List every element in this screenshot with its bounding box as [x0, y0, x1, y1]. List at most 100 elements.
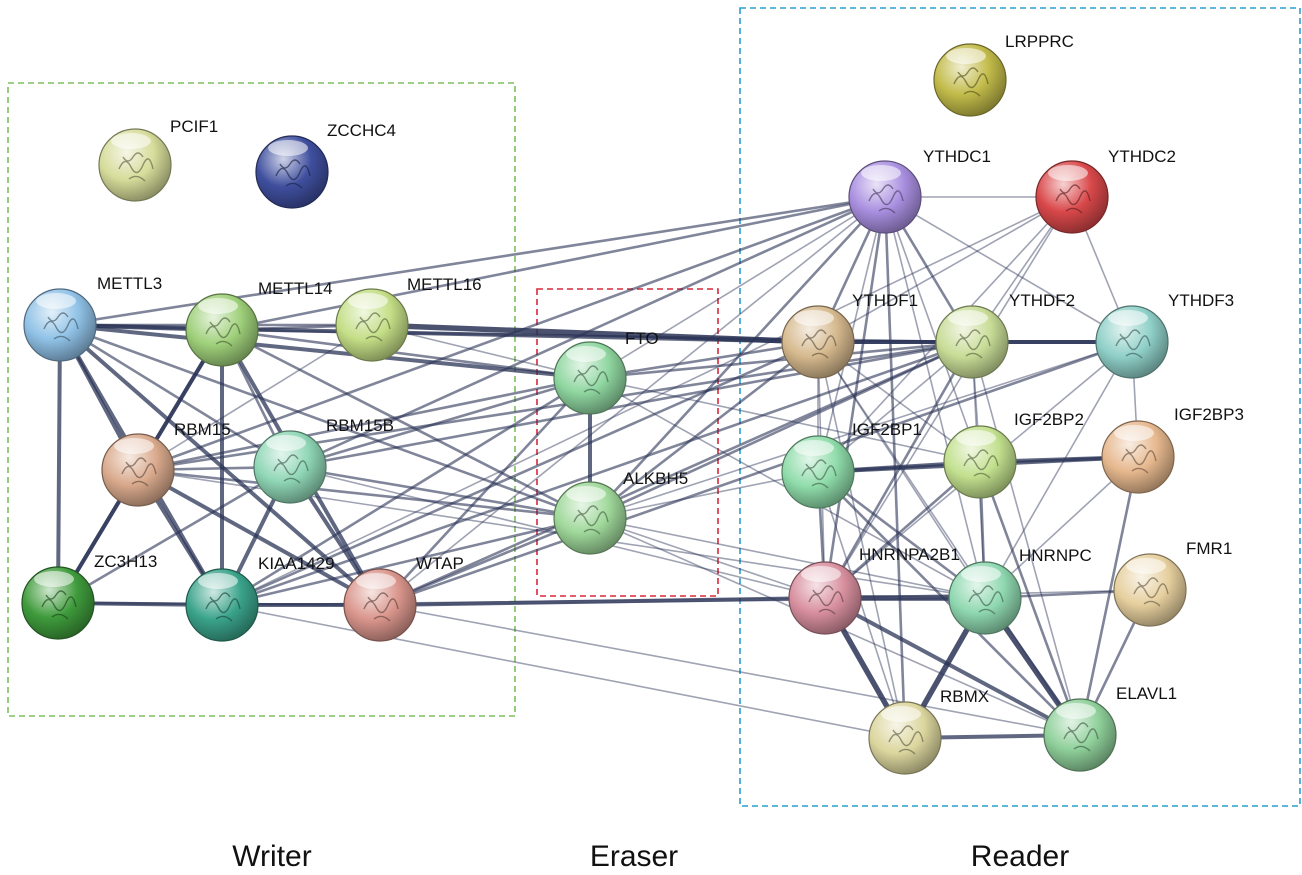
node-mettl14[interactable]: METTL14: [185, 279, 333, 367]
node-label: YTHDF2: [1009, 291, 1075, 310]
node-zcchc4[interactable]: ZCCHC4: [255, 121, 396, 209]
node-wtap[interactable]: WTAP: [343, 554, 464, 642]
protein-structure-icon: [573, 505, 609, 535]
protein-bubble: [933, 43, 1007, 117]
protein-structure-icon: [968, 585, 1004, 615]
protein-structure-icon: [275, 159, 311, 189]
node-label: RBMX: [940, 687, 989, 706]
node-alkbh5[interactable]: ALKBH5: [553, 469, 688, 555]
edge-mettl16-ythdf1: [369, 322, 821, 345]
node-fmr1[interactable]: FMR1: [1113, 539, 1232, 627]
node-label: FMR1: [1186, 539, 1232, 558]
node-label: WTAP: [416, 554, 464, 573]
edge-kiaa1429-rbmx: [221, 604, 906, 739]
edge-kiaa1429-ythdc2: [221, 196, 1073, 606]
bubble-highlight: [1126, 558, 1166, 574]
protein-structure-icon: [808, 585, 844, 615]
edge-ythdf1-rbmx: [817, 341, 906, 739]
node-lrpprc[interactable]: LRPPRC: [933, 32, 1074, 117]
protein-structure-icon: [868, 184, 904, 214]
node-igf2bp3[interactable]: IGF2BP3: [1101, 405, 1244, 494]
protein-bubble: [255, 135, 329, 209]
edge-mettl3-rbm15b: [58, 323, 292, 469]
protein-bubble: [335, 288, 409, 362]
bubble-highlight: [801, 566, 841, 582]
group-box-eraser: [536, 288, 719, 597]
node-pcif1[interactable]: PCIF1: [98, 117, 218, 202]
edge-rbm15-alkbh5: [136, 468, 592, 520]
node-fto[interactable]: FTO: [553, 329, 659, 415]
edge-mettl14-ythdc1: [220, 195, 887, 332]
node-mettl3[interactable]: METTL3: [23, 274, 162, 362]
edge-kiaa1429-fto: [220, 376, 592, 607]
protein-structure-icon: [573, 365, 609, 395]
node-ythdc2[interactable]: YTHDC2: [1035, 147, 1176, 234]
node-hnrnpa2b1[interactable]: HNRNPA2B1: [788, 545, 960, 635]
node-ythdf1[interactable]: YTHDF1: [781, 291, 918, 379]
protein-bubble: [868, 701, 942, 775]
edge-rbm15b-ythdf2: [288, 340, 974, 469]
edge-kiaa1429-ythdf1: [220, 340, 820, 607]
node-rbmx[interactable]: RBMX: [868, 687, 989, 775]
edge-rbm15-wtap: [136, 468, 382, 607]
node-zc3h13[interactable]: ZC3H13: [21, 552, 157, 640]
edge-ythdc2-hnrnpa2b1: [824, 196, 1073, 599]
protein-structure-icon: [205, 592, 241, 622]
bubble-highlight: [34, 571, 74, 587]
bubble-highlight: [566, 346, 606, 362]
protein-bubble: [21, 566, 95, 640]
bubble-highlight: [794, 440, 834, 456]
edge-mettl16-rbm15: [137, 324, 373, 471]
node-label: IGF2BP1: [852, 420, 922, 439]
node-ythdc1[interactable]: YTHDC1: [848, 147, 991, 234]
node-label: ELAVL1: [1116, 684, 1177, 703]
protein-structure-icon: [43, 312, 79, 342]
node-ythdf3[interactable]: YTHDF3: [1095, 291, 1234, 379]
bubble-highlight: [1114, 425, 1154, 441]
protein-bubble: [185, 293, 259, 367]
bubble-highlight: [111, 133, 151, 149]
edge-kiaa1429-ythdf2: [220, 340, 974, 607]
node-igf2bp1[interactable]: IGF2BP1: [781, 420, 922, 509]
bubble-highlight: [946, 48, 986, 64]
node-igf2bp2[interactable]: IGF2BP2: [943, 410, 1084, 499]
edge-wtap-ythdf2: [378, 340, 974, 607]
node-label: RBM15B: [326, 416, 394, 435]
node-label: PCIF1: [170, 117, 218, 136]
edge-fto-ythdf1: [588, 340, 820, 380]
node-label: LRPPRC: [1005, 32, 1074, 51]
bubble-highlight: [566, 486, 606, 502]
node-label: YTHDF3: [1168, 291, 1234, 310]
node-label: IGF2BP3: [1174, 405, 1244, 424]
node-ythdf2[interactable]: YTHDF2: [935, 291, 1075, 379]
protein-bubble: [781, 305, 855, 379]
node-label: FTO: [625, 329, 659, 348]
edge-wtap-ythdc1: [379, 196, 886, 606]
node-elavl1[interactable]: ELAVL1: [1043, 684, 1177, 772]
protein-bubble: [788, 561, 862, 635]
node-mettl16[interactable]: METTL16: [335, 275, 482, 362]
edge-ythdf3-hnrnpc: [984, 341, 1133, 599]
node-rbm15b[interactable]: RBM15B: [253, 416, 394, 504]
group-box-reader: [739, 7, 1301, 807]
node-hnrnpc[interactable]: HNRNPC: [948, 546, 1092, 635]
bubble-highlight: [956, 430, 996, 446]
edge-mettl3-fto: [58, 323, 592, 380]
protein-bubble: [935, 305, 1009, 379]
node-label: ZCCHC4: [327, 121, 396, 140]
node-label: ALKBH5: [623, 469, 688, 488]
edge-alkbh5-ythdc1: [588, 195, 887, 520]
protein-bubble: [98, 128, 172, 202]
edge-mettl3-alkbh5: [58, 323, 592, 520]
edge-rbm15-ythdc1: [136, 195, 887, 472]
node-rbm15[interactable]: RBM15: [101, 420, 231, 507]
bubble-highlight: [961, 566, 1001, 582]
bubble-highlight: [948, 310, 988, 326]
bubble-highlight: [861, 165, 901, 181]
protein-structure-icon: [363, 592, 399, 622]
edge-ythdf2-elavl1: [971, 341, 1081, 736]
node-kiaa1429[interactable]: KIAA1429: [185, 554, 335, 642]
protein-structure-icon: [888, 725, 924, 755]
